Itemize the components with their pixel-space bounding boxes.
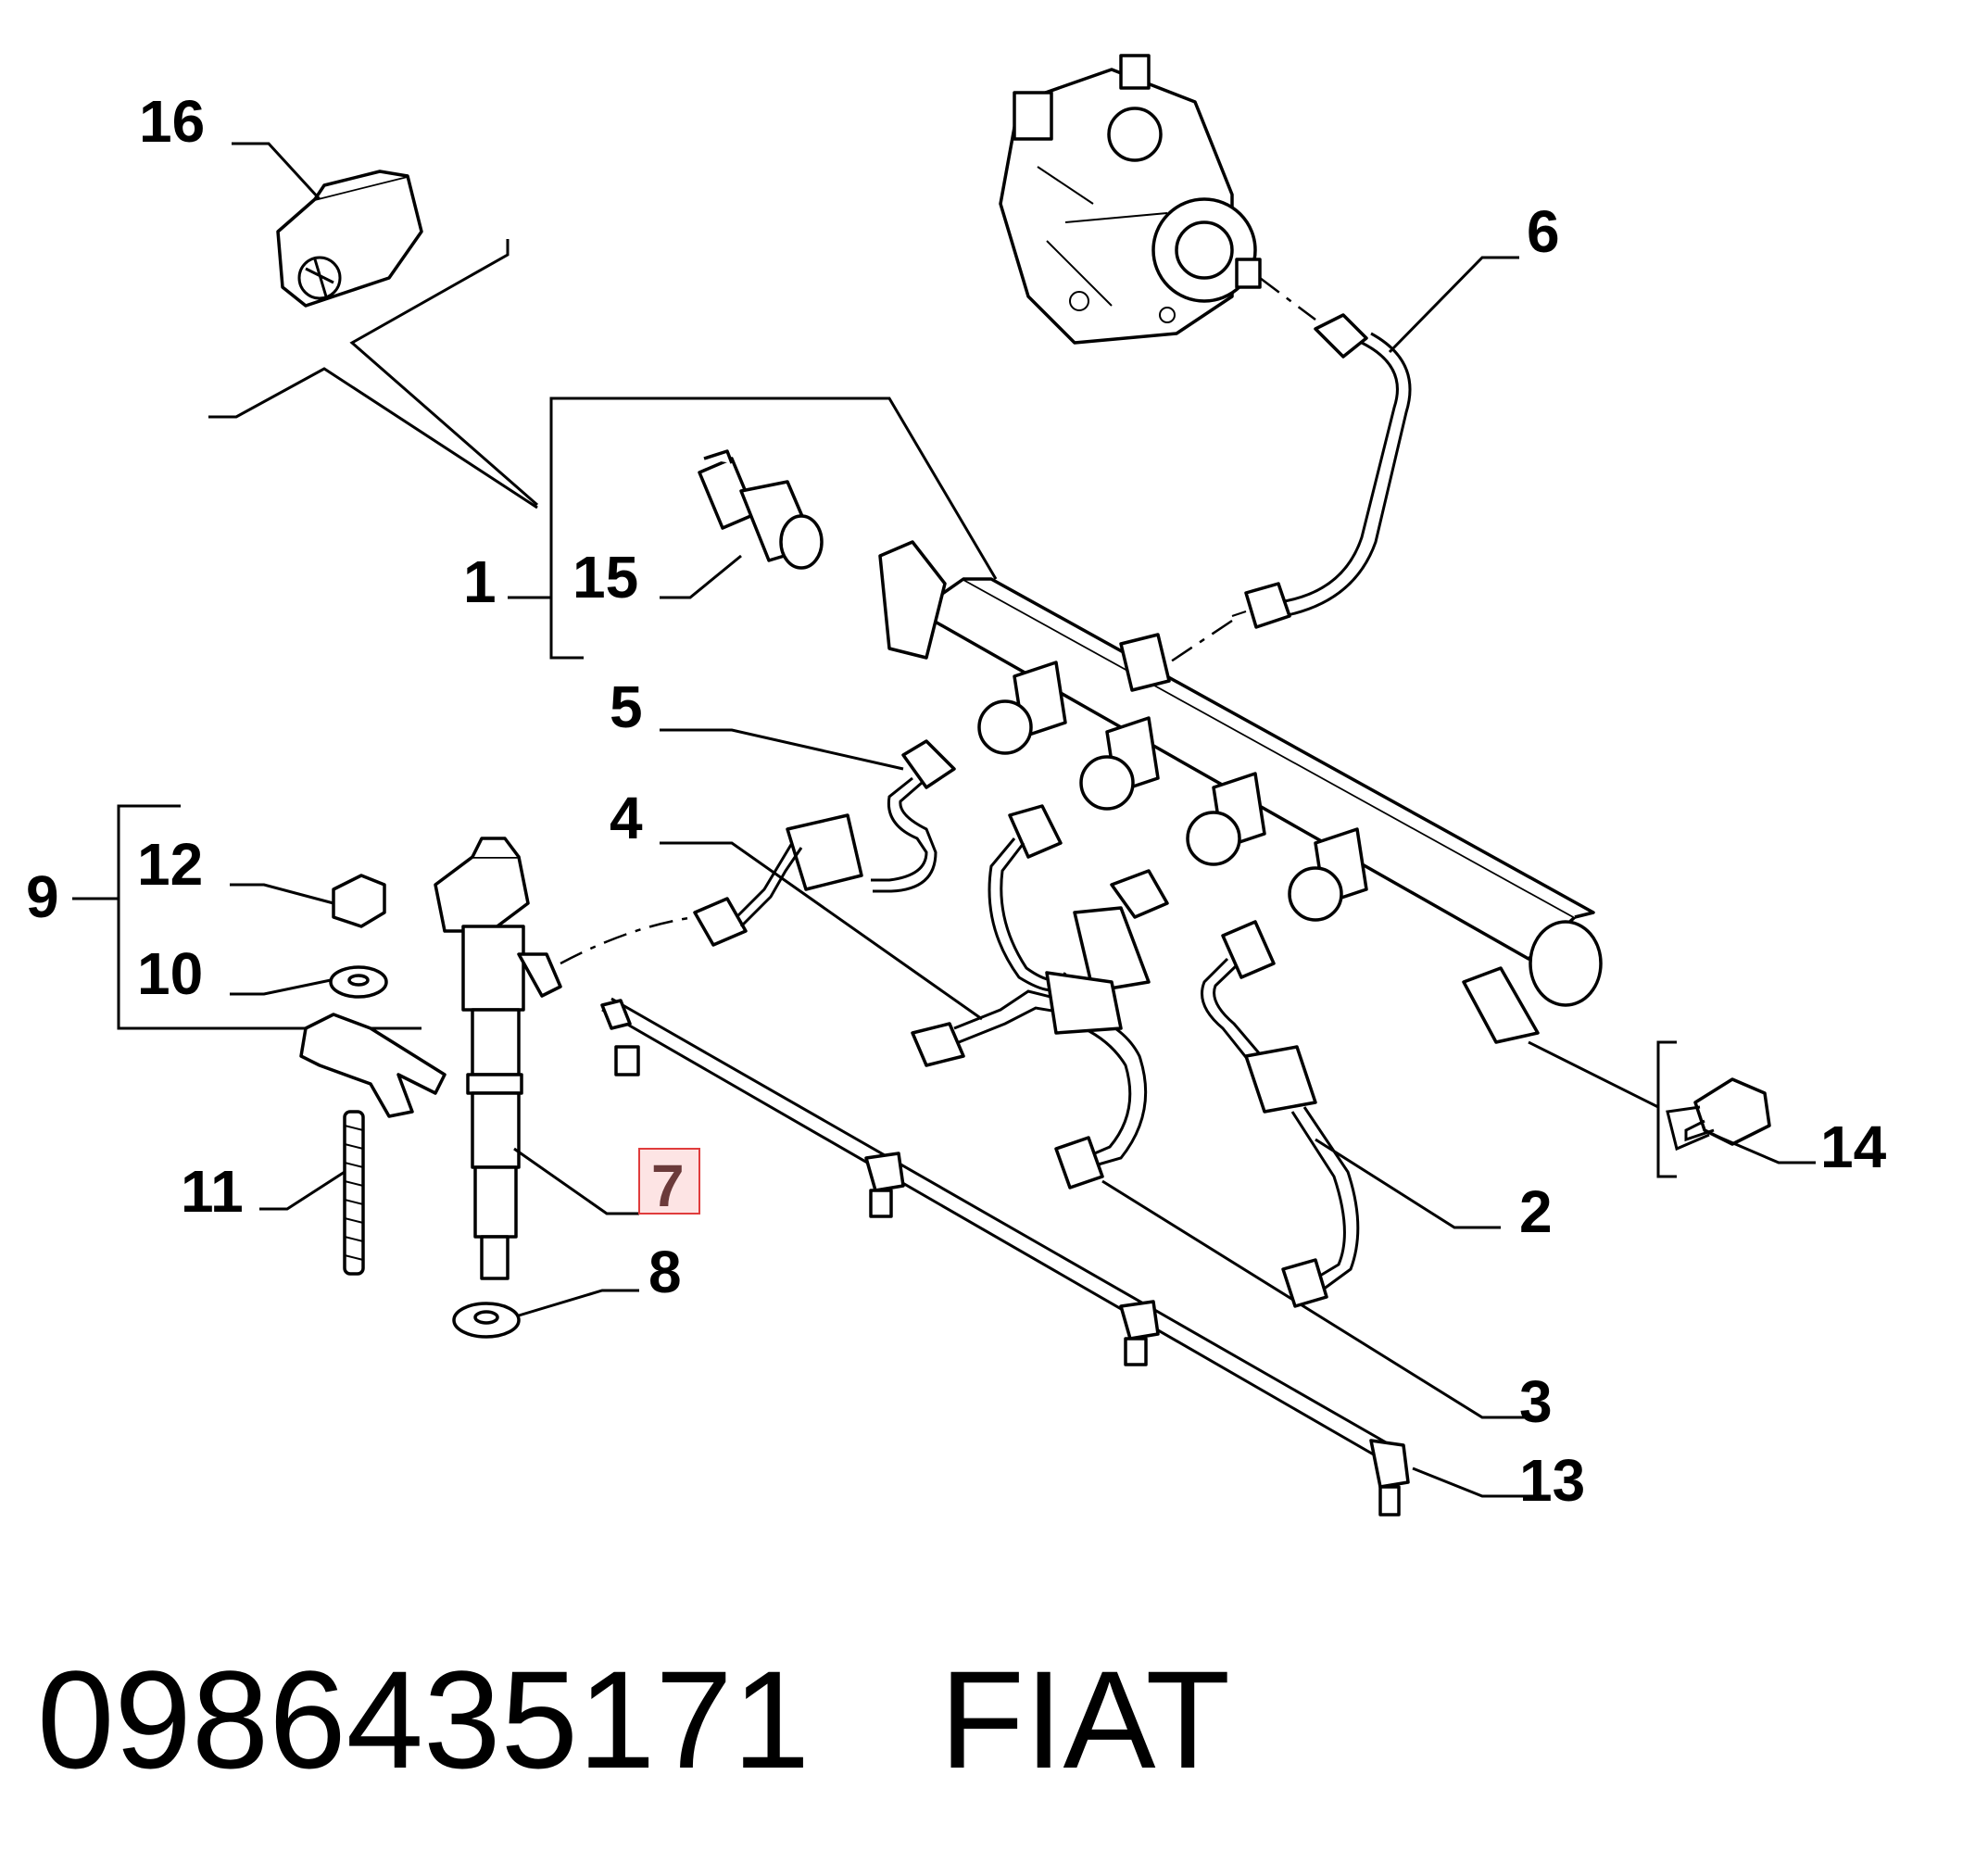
leader-8: [518, 1289, 639, 1317]
leader-11: [259, 1170, 346, 1211]
leader-6: [1388, 256, 1519, 354]
bracket-14: [1656, 1040, 1677, 1178]
part-6-pipe: [1231, 313, 1412, 629]
callout-4: 4: [610, 785, 643, 851]
part-11-stud: [343, 1110, 365, 1276]
part-10-washer: [329, 965, 388, 999]
callout-16: 16: [139, 88, 205, 155]
callout-1: 1: [463, 548, 497, 615]
part-1-fuel-rail: [878, 540, 1603, 1044]
callout-9: 9: [26, 863, 59, 930]
bracket-9: [117, 804, 422, 1030]
pump-axis-dash: [1259, 277, 1316, 321]
leader-15: [660, 554, 742, 599]
part-13-return-line: [600, 997, 1410, 1517]
part-14-bolt: [1666, 1077, 1771, 1152]
part-16-clip: [276, 170, 423, 308]
part-5-pipe: [786, 739, 956, 893]
callout-11: 11: [181, 1158, 244, 1225]
callout-5: 5: [610, 673, 643, 740]
part-3-pipe: [911, 804, 1169, 1190]
leader-10: [230, 978, 332, 996]
injector-dash: [560, 915, 696, 965]
bracket-16: [208, 239, 538, 510]
leader-5: [660, 728, 904, 771]
leader-3: [1101, 1179, 1547, 1419]
leader-12: [230, 883, 334, 905]
part-4-pipe: [693, 842, 803, 947]
highlight-box-7: [638, 1148, 700, 1215]
brand-name: FIAT: [939, 1642, 1231, 1797]
callout-13: 13: [1519, 1447, 1585, 1514]
leader-2: [1315, 1138, 1501, 1229]
leader-14-rail: [1528, 1040, 1659, 1109]
leader-16: [232, 142, 321, 201]
callout-7: 7: [651, 1152, 685, 1219]
callout-12: 12: [137, 831, 203, 898]
part-12-nut: [332, 874, 386, 928]
leader-4: [660, 841, 983, 1021]
callout-15: 15: [572, 544, 638, 611]
part-8-washer: [452, 1302, 521, 1339]
callout-2: 2: [1519, 1178, 1553, 1245]
part-9-clamp: [299, 1013, 447, 1118]
part-7-injector: [434, 837, 562, 1280]
leader-13: [1412, 1466, 1547, 1498]
callout-8: 8: [648, 1239, 682, 1305]
callout-14: 14: [1820, 1114, 1887, 1180]
part-2-pipe: [1201, 920, 1360, 1308]
footer-part-number-line: 0986435171 FIAT: [37, 1640, 1230, 1800]
callout-6: 6: [1527, 198, 1560, 265]
part-number: 0986435171: [37, 1642, 811, 1797]
high-pressure-pump: [999, 54, 1262, 345]
bracket-1: [549, 397, 998, 660]
callout-3: 3: [1519, 1368, 1553, 1435]
part-15-pressure-sensor: [698, 449, 824, 570]
callout-10: 10: [137, 940, 203, 1007]
leader-14: [1713, 1133, 1816, 1164]
rail-inlet-dash: [1162, 619, 1233, 669]
leader-7: [513, 1147, 639, 1215]
